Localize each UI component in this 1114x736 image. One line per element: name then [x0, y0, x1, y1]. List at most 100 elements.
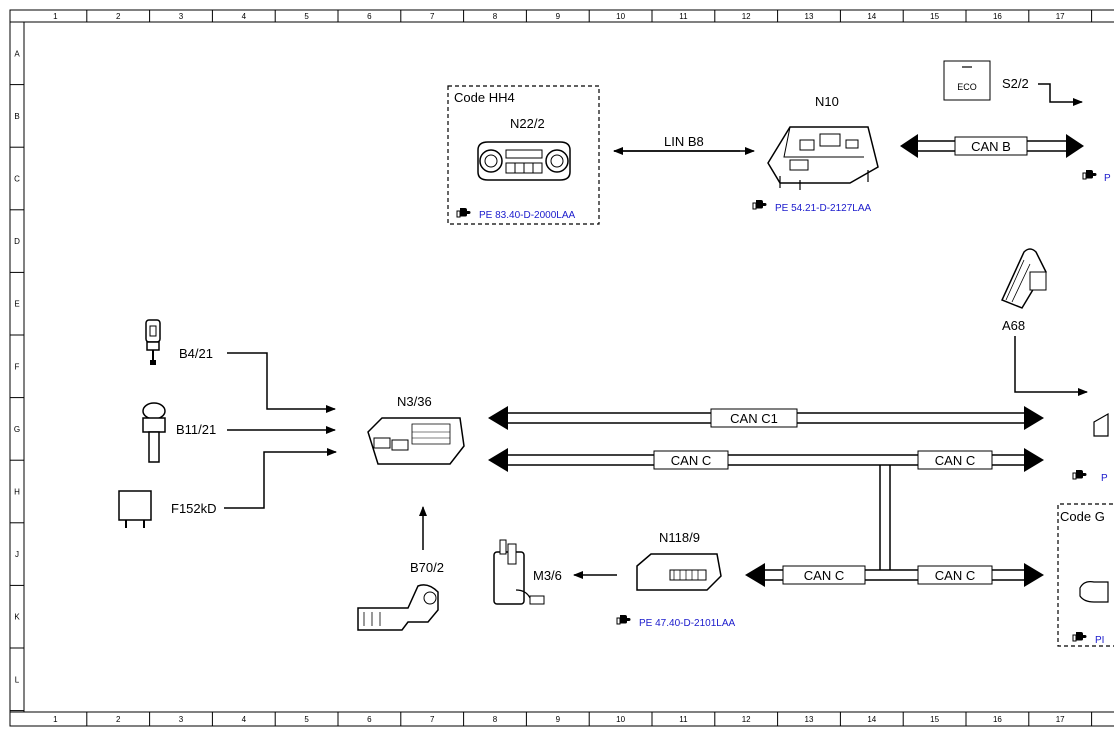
column-number-3: 3 [179, 715, 184, 724]
column-number-11: 11 [679, 12, 688, 21]
reference-link-n10[interactable]: PE 54.21-D-2127LAA [752, 199, 872, 214]
sam-module-icon[interactable] [767, 126, 879, 190]
code-g-label: Code G [1060, 509, 1105, 524]
eco-switch-icon[interactable]: ECO [943, 60, 991, 101]
can-c-lower-bus [745, 563, 1044, 587]
column-number-5: 5 [304, 715, 309, 724]
column-number-8: 8 [493, 12, 498, 21]
column-number-2: 2 [116, 715, 121, 724]
row-letter-B: B [14, 112, 19, 121]
can-c1-bus [488, 406, 1044, 430]
right-module-partial-icon [1093, 412, 1109, 437]
eco-switch-text: ECO [957, 82, 977, 92]
can-c-upper-left-label: CAN C [671, 453, 711, 468]
column-number-5: 5 [304, 12, 309, 21]
fuse-relay-f152kd-icon[interactable] [118, 490, 152, 528]
row-letter-E: E [14, 300, 19, 309]
can-b-bus [900, 134, 1084, 158]
column-number-13: 13 [805, 12, 814, 21]
column-number-16: 16 [993, 12, 1002, 21]
temperature-sensor-b4-21-icon[interactable] [145, 319, 161, 365]
reference-link-right-top[interactable]: P [1082, 169, 1111, 184]
reference-text-right-mid: P [1101, 473, 1108, 484]
accelerator-pedal-icon[interactable] [1000, 248, 1047, 309]
column-number-7: 7 [430, 715, 435, 724]
f152kd-label: F152kD [171, 501, 217, 516]
actuator-m3-6-icon[interactable] [493, 539, 545, 605]
column-number-11: 11 [679, 715, 688, 724]
code-hh4-label: Code HH4 [454, 90, 515, 105]
can-c-upper-right-label: CAN C [935, 453, 975, 468]
column-number-14: 14 [867, 12, 876, 21]
column-number-7: 7 [430, 12, 435, 21]
column-number-15: 15 [930, 715, 939, 724]
code-hh4-boundary [447, 85, 600, 225]
can-c-upper-bus [488, 448, 1044, 570]
row-letter-F: F [15, 362, 20, 371]
column-number-1: 1 [53, 715, 58, 724]
row-letter-K: K [14, 613, 20, 622]
engine-control-unit-icon[interactable] [367, 417, 465, 465]
reference-link-right-mid[interactable]: P [1072, 469, 1108, 484]
right-component-partial-icon [1079, 581, 1109, 603]
crankshaft-sensor-b70-2-icon[interactable] [357, 584, 439, 631]
column-number-4: 4 [242, 715, 247, 724]
drawing-frame [9, 9, 1114, 727]
b70-2-label: B70/2 [410, 560, 444, 575]
column-number-6: 6 [367, 715, 372, 724]
reference-text-right-top: P [1104, 173, 1111, 184]
b4-21-label: B4/21 [179, 346, 213, 361]
column-number-13: 13 [805, 715, 814, 724]
row-letter-D: D [14, 237, 20, 246]
pointing-hand-icon [616, 614, 631, 625]
can-b-label: CAN B [971, 139, 1011, 154]
column-number-16: 16 [993, 715, 1002, 724]
b11-21-label: B11/21 [176, 422, 216, 437]
column-number-17: 17 [1056, 715, 1065, 724]
code-g-boundary [1057, 503, 1114, 647]
n3-36-label: N3/36 [397, 394, 432, 409]
a68-signal-line [1014, 336, 1088, 396]
column-number-12: 12 [742, 12, 751, 21]
row-letter-A: A [14, 49, 20, 58]
lin-b8-label: LIN B8 [664, 134, 704, 149]
reference-text-n10: PE 54.21-D-2127LAA [775, 203, 872, 214]
column-number-10: 10 [616, 715, 625, 724]
column-number-3: 3 [179, 12, 184, 21]
column-number-1: 1 [53, 12, 58, 21]
b4-21-signal-line [227, 352, 336, 413]
row-letter-G: G [14, 425, 20, 434]
reference-link-right-bottom[interactable]: PI [1072, 631, 1104, 646]
fuel-pump-control-unit-icon[interactable] [636, 553, 722, 591]
reference-text-n118-9: PE 47.40-D-2101LAA [639, 618, 736, 629]
column-number-15: 15 [930, 12, 939, 21]
m3-6-label: M3/6 [533, 568, 562, 583]
column-number-4: 4 [242, 12, 247, 21]
column-number-2: 2 [116, 12, 121, 21]
column-number-12: 12 [742, 715, 751, 724]
can-c-lower-left-label: CAN C [804, 568, 844, 583]
can-c-lower-right-label: CAN C [935, 568, 975, 583]
column-number-9: 9 [556, 12, 561, 21]
pointing-hand-icon [1072, 469, 1087, 480]
can-c1-label: CAN C1 [730, 411, 778, 426]
a68-label: A68 [1002, 318, 1025, 333]
reference-link-n22-2[interactable]: PE 83.40-D-2000LAA [456, 207, 576, 221]
column-number-6: 6 [367, 12, 372, 21]
sensor-b11-21-icon[interactable] [142, 402, 166, 463]
pointing-hand-icon [1072, 631, 1087, 642]
row-letter-L: L [15, 675, 20, 684]
climate-control-panel-icon[interactable] [477, 141, 571, 181]
reference-text-n22-2: PE 83.40-D-2000LAA [479, 210, 576, 221]
column-number-10: 10 [616, 12, 625, 21]
s2-2-signal-line [1038, 83, 1083, 106]
row-letter-J: J [15, 550, 19, 559]
column-number-17: 17 [1056, 12, 1065, 21]
n118-9-label: N118/9 [659, 530, 700, 545]
row-letter-C: C [14, 175, 20, 184]
reference-link-n118-9[interactable]: PE 47.40-D-2101LAA [616, 614, 736, 629]
n22-2-label: N22/2 [510, 116, 545, 131]
